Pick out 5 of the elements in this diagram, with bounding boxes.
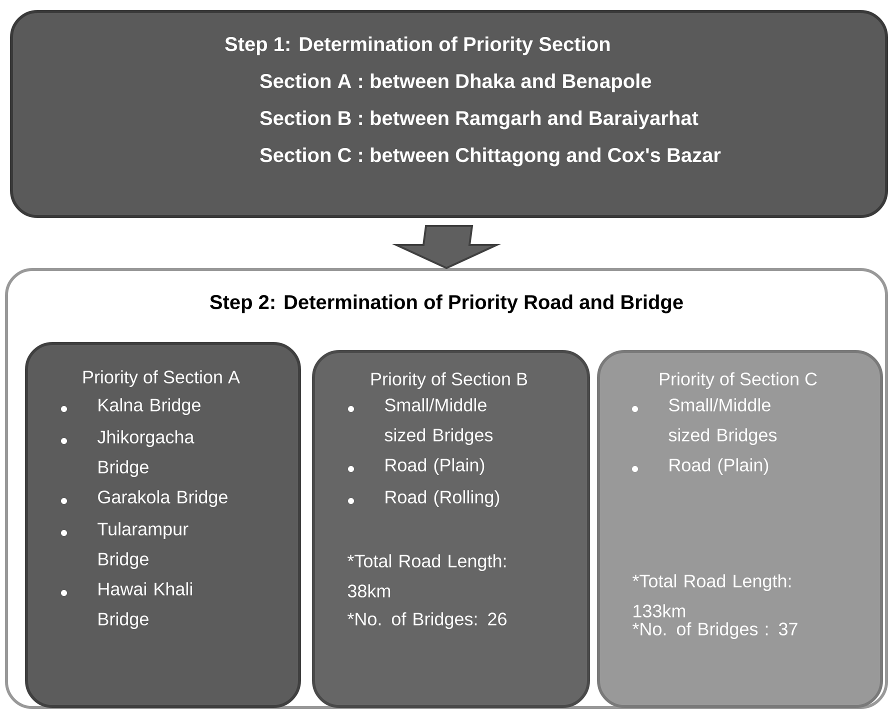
section-box: Priority of Section C Small/Middle sized Bridges Road (Plain) *Total Road Length: 133km *No. of Bridges : 37 — [597, 350, 884, 708]
section-box: Priority of Section A Kalna Bridge Jhikorgacha Bridge Garakola Bridge Tularampur Bridge Hawai Khali Bridge — [25, 342, 301, 708]
step-box: Step 1: Determination of Priority Section Section A : between Dhaka and Benapole Section B : between Ramgarh and Baraiyarhat Section C : between Chittagong and Cox's Bazar — [10, 10, 888, 218]
section-box: Priority of Section B Small/Middle sized Bridges Road (Plain) Road (Rolling) *Total Road Length: 38km *No. of Bridges: 26 — [312, 350, 590, 708]
block-arrow — [392, 225, 502, 270]
